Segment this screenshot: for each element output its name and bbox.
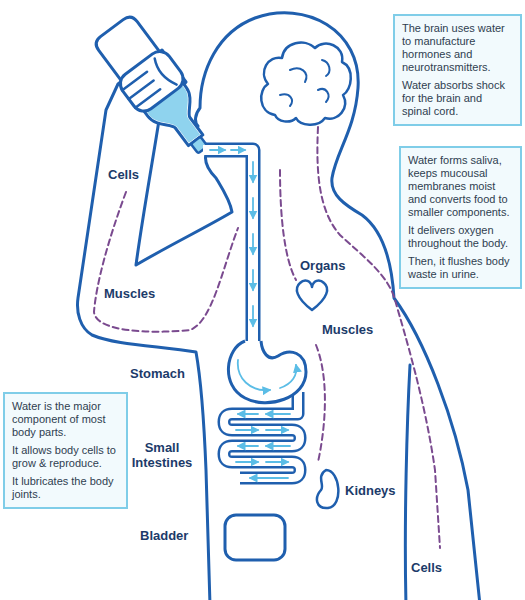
esophagus-outer xyxy=(205,150,253,341)
info-text: Then, it flushes body waste in urine. xyxy=(408,255,513,281)
info-text: The brain uses water to manufacture horm… xyxy=(402,22,513,74)
kidney xyxy=(317,470,338,508)
stomach xyxy=(228,341,306,403)
flow-arrow xyxy=(252,270,254,290)
dashed-line xyxy=(280,170,296,280)
flow-arrow xyxy=(238,445,258,447)
intestines-inner xyxy=(224,392,300,478)
circulation-lines xyxy=(94,127,440,548)
flow-arrow xyxy=(266,445,290,447)
flow-arrow xyxy=(266,413,290,415)
flow-arrow xyxy=(250,477,288,479)
hand xyxy=(116,47,188,116)
part-label: Cells xyxy=(108,167,148,182)
flow-arrow xyxy=(238,413,258,415)
bladder xyxy=(225,515,285,560)
flow-arrow xyxy=(252,162,254,182)
part-label: Cells xyxy=(411,560,453,575)
flow-arrow xyxy=(266,429,288,431)
inner-arm-line xyxy=(405,365,410,600)
flow-arrow xyxy=(236,461,258,463)
flow-arrow xyxy=(252,198,254,218)
flow-arrow xyxy=(252,306,254,326)
finger-lines xyxy=(119,57,177,112)
info-box: The brain uses water to manufacture horm… xyxy=(393,14,522,126)
heart xyxy=(297,280,327,310)
flow-arrow xyxy=(210,149,225,151)
intestines-outer xyxy=(224,392,300,478)
part-label: Bladder xyxy=(140,528,196,543)
flow-arrows xyxy=(210,150,296,478)
esophagus-inner xyxy=(203,150,253,347)
flow-arrow xyxy=(238,360,270,390)
part-label: Kidneys xyxy=(345,483,403,498)
flow-arrow xyxy=(266,461,288,463)
flow-arrow xyxy=(236,429,258,431)
part-label: Muscles xyxy=(104,286,166,301)
dashed-line xyxy=(94,192,238,332)
part-label: Small Intestines xyxy=(126,440,198,470)
info-text: Water absorbs shock for the brain and sp… xyxy=(402,79,513,118)
info-box: Water is the major component of most bod… xyxy=(3,392,128,509)
info-text: Water is the major component of most bod… xyxy=(12,400,119,439)
dashed-line xyxy=(316,345,325,462)
flow-arrow xyxy=(252,234,254,254)
brain xyxy=(261,43,351,125)
flow-arrow xyxy=(280,365,296,388)
bottle-body xyxy=(93,14,215,155)
info-text: It delivers oxygen throughout the body. xyxy=(408,224,513,250)
info-text: It lubricates the body joints. xyxy=(12,475,119,501)
info-text: It allows body cells to grow & reproduce… xyxy=(12,444,119,470)
info-box: Water forms saliva, keeps mucousal membr… xyxy=(399,146,522,289)
part-label: Organs xyxy=(300,258,355,273)
info-text: Water forms saliva, keeps mucousal membr… xyxy=(408,154,513,219)
flow-arrow xyxy=(231,149,245,151)
part-label: Muscles xyxy=(322,322,388,337)
brain-folds xyxy=(280,60,329,106)
part-label: Stomach xyxy=(130,366,192,381)
